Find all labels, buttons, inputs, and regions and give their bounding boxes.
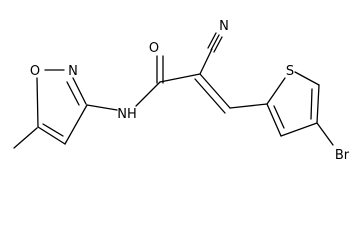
atom-label-n-ring: N — [68, 64, 78, 79]
bond-n2-c3 — [72, 77, 87, 105]
bond-c5-o1 — [36, 77, 39, 128]
atom-label-br: Br — [335, 148, 350, 163]
bond-cbeta-thienyl — [229, 103, 268, 109]
bond-c5-c4-double — [310, 88, 313, 120]
bond-calpha-cbeta-double — [194, 78, 226, 114]
bond-s-c5 — [294, 71, 320, 86]
bond-calpha-cn — [199, 48, 213, 75]
bond-calpha-cbeta — [199, 73, 231, 109]
bond-c4-c3 — [280, 122, 318, 137]
bond-c4-br — [316, 122, 334, 146]
bond-c2-s — [266, 77, 286, 105]
bond-nh-carbonyl — [135, 81, 161, 107]
bond-c3-c4 — [64, 104, 88, 145]
bond-nitrile-1 — [210, 34, 220, 51]
bond-c5-c4 — [316, 84, 320, 124]
atom-label-n-nitrile: N — [219, 19, 229, 34]
bond-nitrile-2 — [213, 36, 223, 53]
atom-label-o-ring: O — [30, 64, 40, 79]
bond-c3-c2-double — [273, 105, 285, 129]
bond-nitrile-3 — [207, 32, 217, 49]
bond-carbonyl-calpha — [159, 73, 201, 83]
molecule-structure: O N NH O N S Br — [13, 19, 350, 163]
bond-c4-c5-double — [42, 123, 64, 137]
bond-c3-c2 — [266, 103, 282, 137]
bond-c4-c5 — [37, 126, 66, 145]
atom-label-o-carbonyl: O — [149, 41, 159, 56]
atom-label-s-ring: S — [286, 64, 294, 79]
bond-methyl — [13, 127, 38, 149]
bond-n2-c3-double — [66, 81, 80, 106]
bond-c3-nh — [86, 104, 118, 111]
atom-label-nh: NH — [117, 107, 137, 122]
